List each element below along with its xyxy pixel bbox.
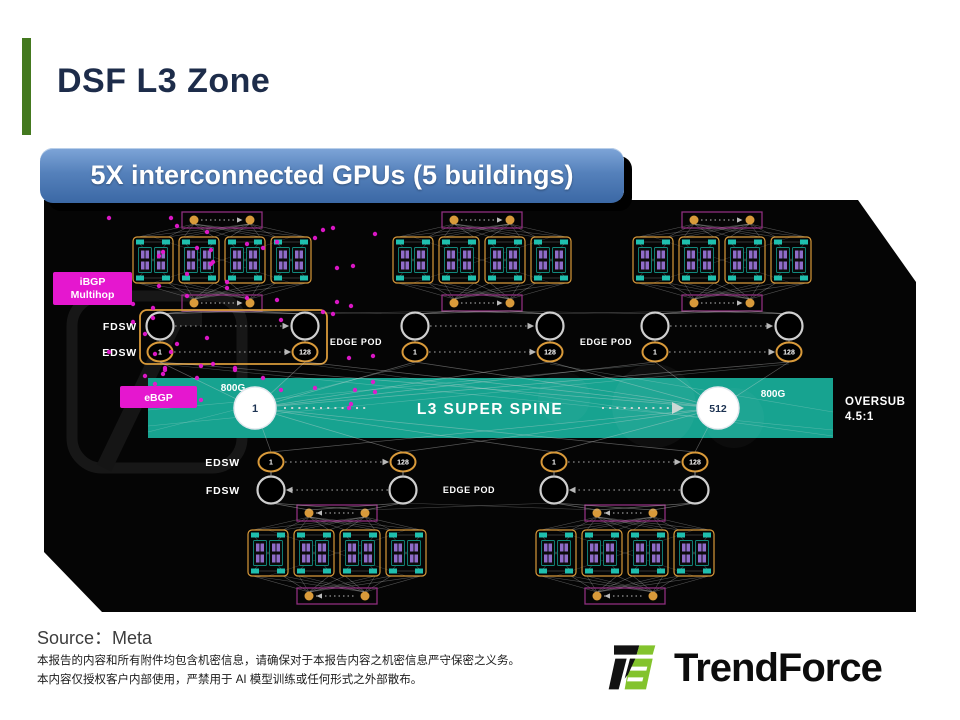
trendforce-logo-text: TrendForce xyxy=(674,645,883,690)
top-cluster-1 xyxy=(132,211,312,312)
svg-text:EDSW: EDSW xyxy=(205,457,240,469)
svg-text:128: 128 xyxy=(397,460,409,467)
bottom-cluster-2 xyxy=(535,504,715,605)
svg-text:L3 SUPER SPINE: L3 SUPER SPINE xyxy=(417,401,563,418)
disclaimer-line-1: 本报告的内容和所有附件均包含机密信息，请确保对于本报告内容之机密信息严守保密之义… xyxy=(37,655,520,667)
svg-text:iBGP: iBGP xyxy=(80,276,106,288)
title-accent-bar xyxy=(22,38,31,135)
svg-text:1: 1 xyxy=(252,403,258,415)
svg-text:FDSW: FDSW xyxy=(206,485,240,497)
gpu-banner-label: 5X interconnected GPUs (5 buildings) xyxy=(90,160,574,190)
spine-node-last xyxy=(696,386,740,430)
gpu-banner: 5X interconnected GPUs (5 buildings) xyxy=(40,148,624,203)
l3-super-spine-band: L3 SUPER SPINE 800G 800G 1 512 xyxy=(147,361,834,453)
spine-node-first xyxy=(233,386,277,430)
page-title: DSF L3 Zone xyxy=(57,62,271,100)
disclaimer-line-2: 本内容仅授权客户内部使用，严禁用于 AI 模型训练或任何形式之外部散布。 xyxy=(37,673,423,686)
edge-pods-bottom: 1 128 1 128 EDSW FDSW EDGE POD xyxy=(205,451,710,511)
top-cluster-2 xyxy=(392,211,572,312)
svg-text:128: 128 xyxy=(689,460,701,467)
trendforce-logo: TrendForce xyxy=(606,640,883,696)
svg-text:1: 1 xyxy=(653,350,657,357)
svg-text:128: 128 xyxy=(783,350,795,357)
svg-text:OVERSUB: OVERSUB xyxy=(845,396,905,408)
bottom-cluster-1 xyxy=(247,504,427,605)
trendforce-logo-mark xyxy=(608,645,656,690)
edge-pods-top: 1 128 1 128 1 128 FDSW EDSW EDGE POD EDGE POD xyxy=(102,309,804,365)
svg-text:128: 128 xyxy=(299,350,311,357)
ibgp-mesh-dots xyxy=(106,215,378,411)
source-label: Source：Meta xyxy=(37,628,153,648)
oversub-label: OVERSUB 4.5:1 xyxy=(845,396,905,423)
top-cluster-3 xyxy=(632,211,812,312)
svg-text:1: 1 xyxy=(269,460,273,467)
svg-text:4.5:1: 4.5:1 xyxy=(845,411,874,423)
svg-text:EDSW: EDSW xyxy=(102,347,137,359)
ebgp-label: eBGP xyxy=(120,386,197,408)
svg-text:512: 512 xyxy=(709,403,727,415)
svg-text:Multihop: Multihop xyxy=(71,289,115,301)
svg-text:EDGE POD: EDGE POD xyxy=(443,485,495,495)
svg-text:800G: 800G xyxy=(761,389,786,400)
svg-text:800G: 800G xyxy=(221,383,246,394)
svg-text:1: 1 xyxy=(552,460,556,467)
svg-text:1: 1 xyxy=(158,350,162,357)
svg-text:1: 1 xyxy=(413,350,417,357)
svg-text:FDSW: FDSW xyxy=(103,321,137,333)
svg-text:EDGE POD: EDGE POD xyxy=(580,337,632,347)
svg-text:128: 128 xyxy=(544,350,556,357)
disclaimer: 本报告的内容和所有附件均包含机密信息，请确保对于本报告内容之机密信息严守保密之义… xyxy=(37,652,520,689)
svg-text:EDGE POD: EDGE POD xyxy=(330,337,382,347)
svg-text:eBGP: eBGP xyxy=(144,392,173,404)
